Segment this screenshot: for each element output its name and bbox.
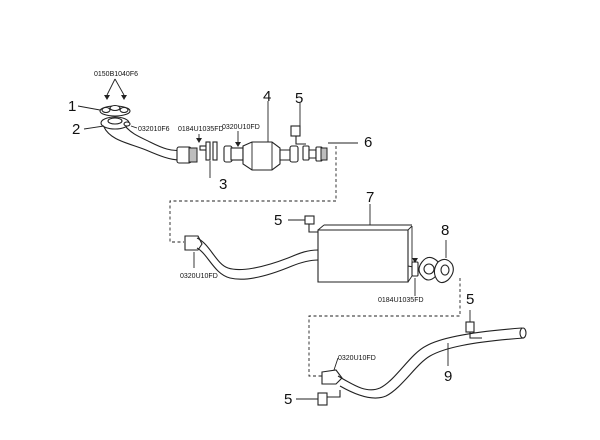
part-9-tail-pipe	[321, 327, 527, 399]
part-code-bolt-top: 0150B1040F6	[94, 71, 138, 78]
callout-2: 2	[72, 121, 80, 138]
part-5-hanger-lower	[465, 321, 482, 339]
callout-5-top: 5	[295, 90, 303, 107]
part-code-nut-cat: 0320U10FD	[222, 124, 260, 131]
callout-5-middle: 5	[274, 212, 282, 229]
callout-1: 1	[68, 98, 76, 115]
part-code-gasket-bolt-1: 0184U1035FD	[178, 126, 224, 133]
part-5-hanger-top	[290, 125, 306, 145]
callout-8: 8	[441, 222, 449, 239]
part-code-gasket-bolt-2: 0184U1035FD	[378, 297, 424, 304]
callout-7: 7	[366, 189, 374, 206]
callout-4: 4	[263, 88, 271, 105]
part-1-flange	[99, 104, 131, 117]
callout-3: 3	[219, 176, 227, 193]
callout-5-bottom: 5	[284, 391, 292, 408]
muffler-outlet	[407, 258, 419, 277]
callout-6: 6	[364, 134, 372, 151]
middle-pipe	[184, 235, 319, 280]
part-8-gasket	[418, 256, 454, 284]
callout-9: 9	[444, 368, 452, 385]
gasket-bolts-1	[196, 134, 218, 161]
part-4-catalytic-converter	[223, 141, 299, 171]
part-code-nut-manifold: 032010F6	[138, 126, 170, 133]
intermediate-flange	[302, 145, 328, 162]
part-code-nut-front-pipe: 0320U10FD	[180, 273, 218, 280]
callout-5-lower: 5	[466, 291, 474, 308]
bolt-arrows	[104, 78, 127, 100]
part-2-front-pipe	[100, 116, 198, 164]
part-code-nut-tail: 0320U10FD	[338, 355, 376, 362]
part-7-muffler	[317, 224, 413, 283]
part-5-hanger-bottom	[317, 390, 341, 406]
